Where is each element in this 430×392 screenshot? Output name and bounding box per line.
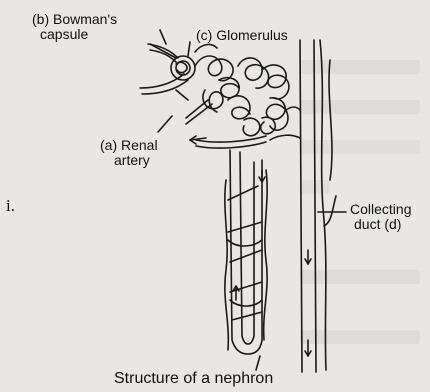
renal-artery-label: (a) Renal artery bbox=[100, 138, 158, 168]
collecting-duct-label: Collecting duct (d) bbox=[350, 202, 411, 232]
glomerulus-loops bbox=[195, 56, 289, 136]
bowmans-capsule-shape bbox=[171, 56, 195, 80]
peritubular-vessels bbox=[320, 40, 336, 370]
bowmans-capsule-label: (b) Bowman's capsule bbox=[32, 12, 117, 42]
collecting-duct-shape bbox=[270, 40, 316, 372]
item-marker: i. bbox=[6, 196, 15, 216]
figure-caption: Structure of a nephron bbox=[114, 370, 273, 388]
glomerulus-label: (c) Glomerulus bbox=[196, 28, 288, 43]
